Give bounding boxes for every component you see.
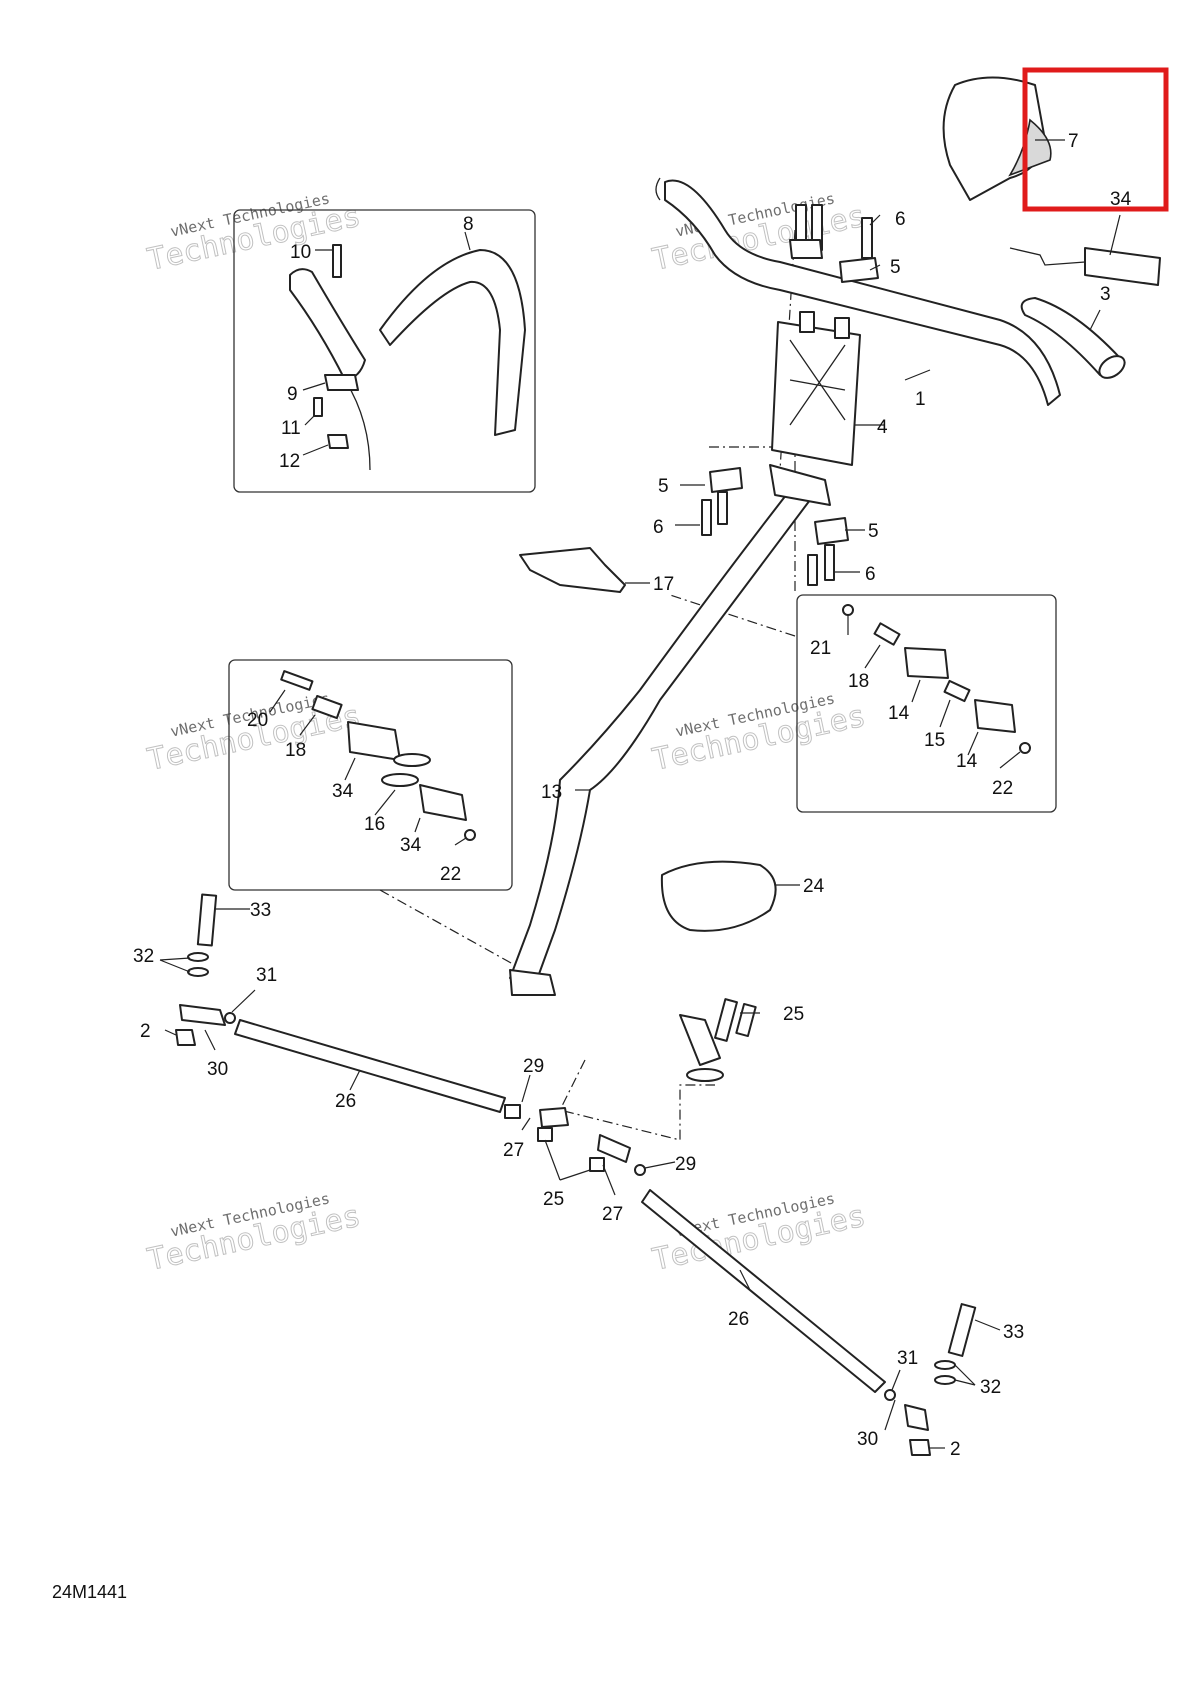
callout-5: 5 bbox=[890, 257, 901, 278]
detail-box-handlebar-pad bbox=[233, 209, 536, 493]
callout-26: 26 bbox=[335, 1091, 356, 1112]
callout-14: 14 bbox=[888, 703, 910, 724]
linkage-left bbox=[280, 670, 476, 841]
callout-3: 3 bbox=[1100, 284, 1111, 305]
callout-13: 13 bbox=[541, 782, 562, 803]
grip bbox=[1020, 297, 1121, 376]
callout-34: 34 bbox=[1110, 189, 1132, 210]
callout-14: 14 bbox=[956, 751, 978, 772]
grip-end bbox=[1098, 355, 1126, 379]
callout-1: 1 bbox=[915, 389, 926, 410]
callout-24: 25 bbox=[783, 1004, 804, 1025]
tie-rod-hardware bbox=[175, 893, 977, 1456]
callout-6: 6 bbox=[653, 517, 664, 538]
callout-32: 33 bbox=[250, 900, 271, 921]
watermark: Technologies vNext Technologies bbox=[144, 1189, 364, 1278]
linkage-right bbox=[842, 604, 1031, 754]
detail-box-linkage-left bbox=[228, 659, 513, 891]
steering-arm-bracket bbox=[679, 1014, 721, 1066]
callout-16: 16 bbox=[364, 814, 385, 835]
callout-20: 21 bbox=[810, 638, 831, 659]
callout-30: 31 bbox=[256, 965, 277, 986]
callout-2: 2 bbox=[950, 1439, 961, 1460]
callout-17: 17 bbox=[653, 574, 674, 595]
watermark: Technologies vNext Technologies bbox=[144, 189, 364, 278]
callout-4: 4 bbox=[877, 417, 888, 438]
callout-6: 6 bbox=[865, 564, 876, 585]
callout-27: 27 bbox=[602, 1204, 623, 1225]
support-plate bbox=[519, 547, 626, 593]
callout-18: 18 bbox=[285, 740, 306, 761]
tie-rod-lower bbox=[641, 1189, 886, 1393]
callout-11: 11 bbox=[281, 418, 301, 439]
pad-profile bbox=[379, 249, 526, 436]
callout-23: 24 bbox=[803, 876, 825, 897]
callout-30: 31 bbox=[897, 1348, 918, 1369]
callout-28: 29 bbox=[675, 1154, 696, 1175]
column-cover bbox=[660, 860, 777, 932]
diagram-code: 24M1441 bbox=[52, 1582, 127, 1602]
callout-8: 8 bbox=[463, 214, 474, 235]
handlebar bbox=[664, 179, 1061, 406]
callout-33: 34 bbox=[400, 835, 422, 856]
callout-22: 22 bbox=[992, 778, 1013, 799]
bolts-clamps bbox=[701, 204, 879, 586]
callout-9: 9 bbox=[287, 384, 298, 405]
callout-27: 27 bbox=[503, 1140, 524, 1161]
callout-33: 34 bbox=[332, 781, 354, 802]
callout-5: 5 bbox=[658, 476, 669, 497]
callout-2: 2 bbox=[140, 1021, 151, 1042]
callout-18: 18 bbox=[848, 671, 869, 692]
callout-5: 5 bbox=[868, 521, 879, 542]
callout-26: 26 bbox=[728, 1309, 749, 1330]
callout-29: 30 bbox=[857, 1429, 878, 1450]
highlight-box bbox=[1022, 67, 1169, 212]
callout-22: 22 bbox=[440, 864, 461, 885]
leader-lines bbox=[159, 139, 1121, 1449]
callout-15: 15 bbox=[924, 730, 945, 751]
callout-6: 6 bbox=[895, 209, 906, 230]
callout-25: 25 bbox=[543, 1189, 564, 1210]
callout-31: 32 bbox=[980, 1377, 1001, 1398]
callout-32: 33 bbox=[1003, 1322, 1024, 1343]
callout-21: 20 bbox=[247, 710, 268, 731]
watermark: Technologies vNext Technologies bbox=[649, 689, 869, 778]
callout-7: 7 bbox=[1068, 131, 1079, 152]
callout-31: 32 bbox=[133, 946, 154, 967]
callout-10: 10 bbox=[290, 242, 311, 263]
riser-block bbox=[771, 321, 861, 466]
callout-29: 30 bbox=[207, 1059, 228, 1080]
tie-rod-upper bbox=[234, 1019, 506, 1113]
callout-labels: 7 34 3 1 6 5 4 5 6 5 6 17 13 24 25 33 32… bbox=[133, 131, 1132, 1460]
detail-box-linkage-right bbox=[796, 594, 1057, 813]
callout-12: 12 bbox=[279, 451, 300, 472]
heated-grip-element bbox=[1084, 247, 1161, 286]
callout-28: 29 bbox=[523, 1056, 544, 1077]
